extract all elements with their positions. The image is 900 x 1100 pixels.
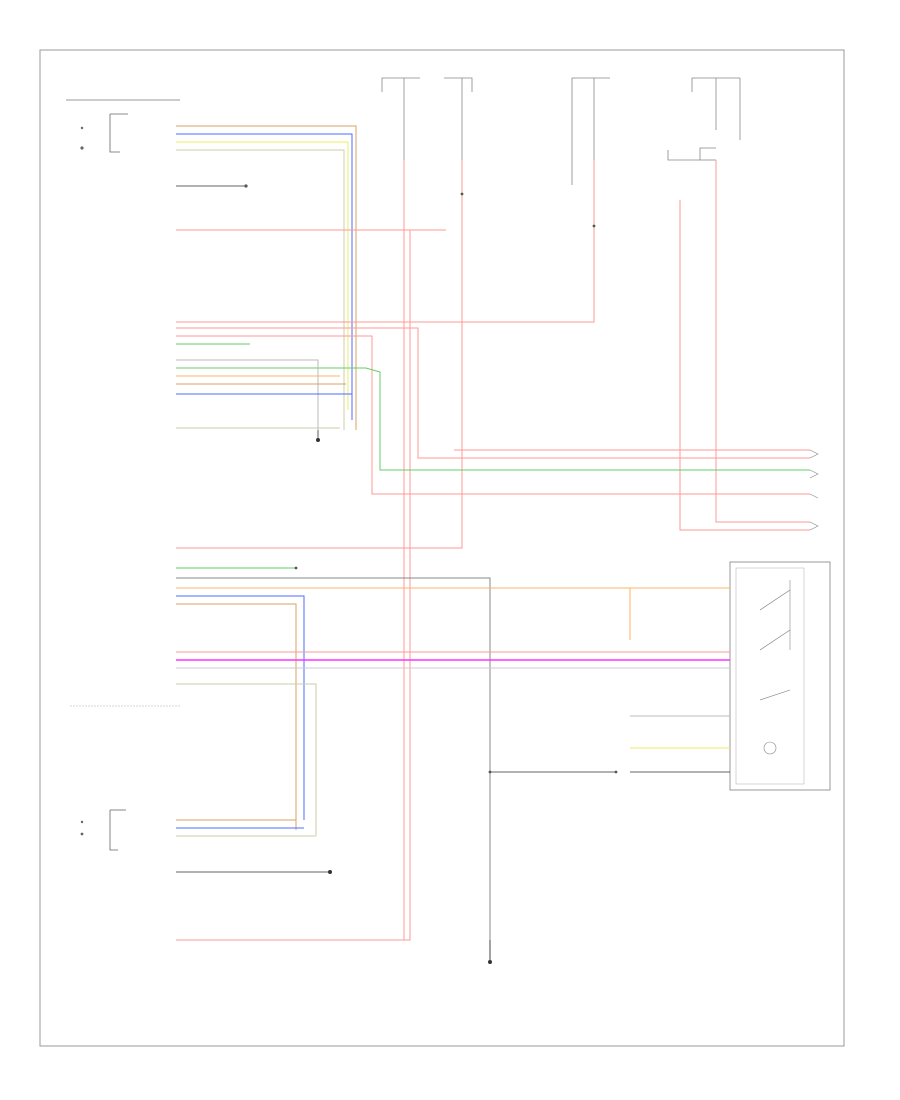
splice-dots (244, 184, 618, 774)
fuse-box-4 (691, 77, 741, 140)
diagram-frame (39, 49, 845, 1047)
wires-green (176, 343, 810, 569)
wire-bundle-passenger-actuator (176, 819, 316, 837)
relay-top-right (667, 147, 716, 161)
wires-battery-red (176, 160, 810, 941)
wires-passenger-switch-lower (176, 651, 730, 836)
wires-ground (176, 185, 616, 960)
ground-1 (316, 438, 320, 442)
fuse-box-3 (571, 77, 610, 185)
wires-passenger-switch-upper (176, 577, 730, 960)
ground-3 (488, 960, 492, 964)
passenger-lock-actuator (80, 809, 126, 851)
connector-ticks-right (809, 449, 819, 531)
wires-driver-switch (176, 359, 352, 430)
wires-module (630, 715, 730, 773)
fuse-box-1 (381, 77, 420, 160)
fuse-box-2 (444, 77, 473, 160)
ground-2 (328, 870, 332, 874)
front-passenger-lock-module (729, 561, 831, 791)
driver-lock-actuator (80, 113, 128, 153)
wire-bundle-driver-actuator (176, 125, 357, 430)
